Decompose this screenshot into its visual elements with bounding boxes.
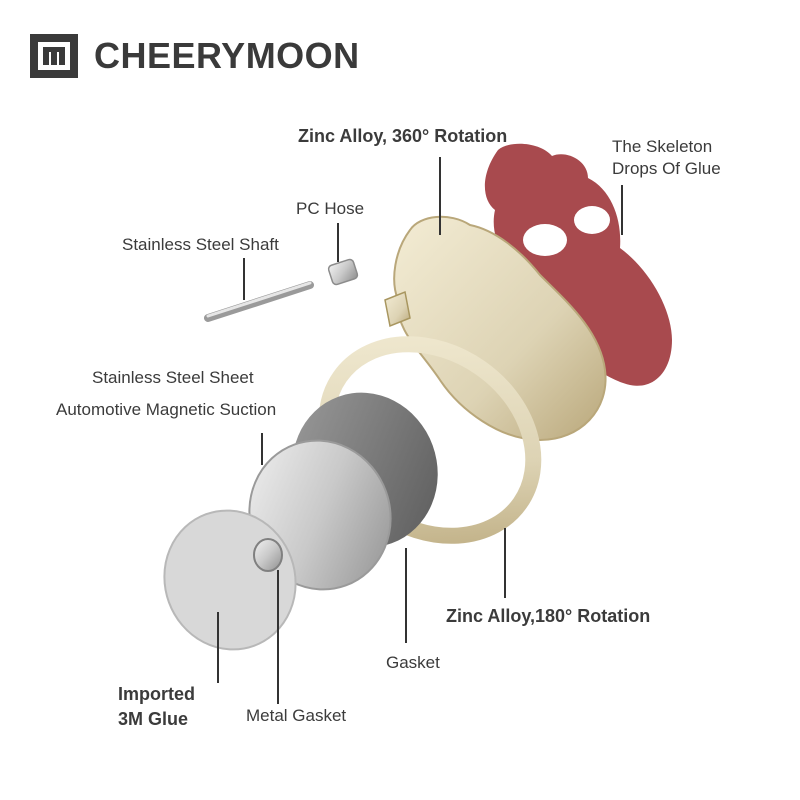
- label-zinc-alloy-180: Zinc Alloy,180° Rotation: [446, 606, 651, 626]
- label-imported-line2: 3M Glue: [118, 709, 189, 729]
- label-imported-line1: Imported: [118, 684, 196, 704]
- metal-gasket: [253, 538, 283, 572]
- glue-skeleton-shape: [484, 143, 672, 386]
- brand-logo: CHEERYMOON: [28, 30, 360, 82]
- label-pc-hose: PC Hose: [296, 199, 365, 218]
- leader-lines: [217, 157, 623, 704]
- label-gasket: Gasket: [386, 653, 440, 672]
- pc-hose: [327, 258, 359, 286]
- label-skeleton-line1: The Skeleton: [612, 137, 713, 156]
- label-stainless-sheet: Stainless Steel Sheet: [92, 368, 254, 387]
- label-metal-gasket: Metal Gasket: [246, 706, 347, 725]
- label-zinc-alloy-360: Zinc Alloy, 360° Rotation: [298, 126, 508, 146]
- cheerymoon-logo-icon: [28, 30, 80, 82]
- label-stainless-shaft: Stainless Steel Shaft: [122, 235, 279, 254]
- label-magnetic-suction: Automotive Magnetic Suction: [56, 400, 277, 419]
- label-skeleton-line2: Drops Of Glue: [612, 159, 721, 178]
- stainless-steel-shaft: [204, 281, 314, 322]
- brand-name: CHEERYMOON: [94, 35, 360, 76]
